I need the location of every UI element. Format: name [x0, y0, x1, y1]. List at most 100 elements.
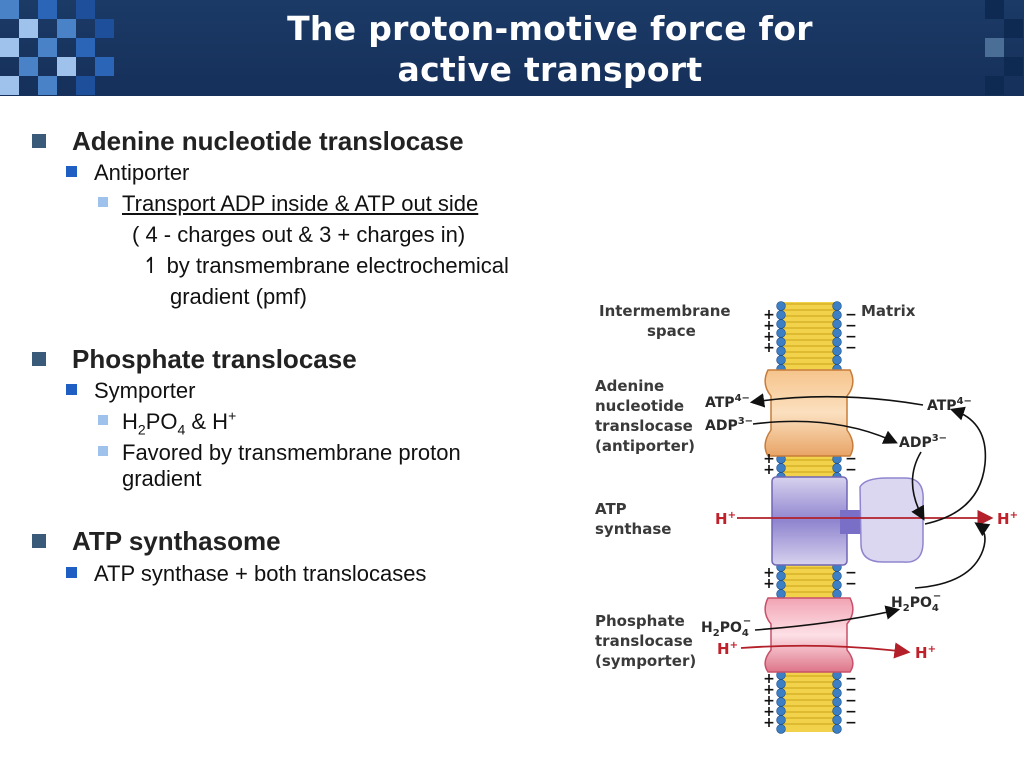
- bullet-pt-type: Symporter: [66, 378, 195, 404]
- bullet-marker: [98, 415, 108, 425]
- bullet-text: Antiporter: [94, 160, 190, 185]
- decor-square: [0, 76, 19, 95]
- svg-text:+: +: [763, 693, 775, 709]
- arrow-adp-loop-down: [911, 451, 925, 521]
- bullet-text: Phosphate translocase: [72, 344, 357, 374]
- title-line-1: The proton-motive force for: [287, 9, 813, 48]
- label-h-right: H+: [997, 510, 1018, 528]
- decor-square: [1004, 57, 1023, 76]
- superscript: +: [228, 407, 237, 424]
- svg-text:−: −: [845, 307, 857, 323]
- bullet-atp-detail: ATP synthase + both translocases: [66, 561, 427, 587]
- svg-text:+: +: [763, 704, 775, 720]
- svg-text:+: +: [763, 340, 775, 356]
- bullet-text: gradient: [122, 466, 202, 491]
- decor-square: [57, 57, 76, 76]
- bullet-text: Favored by transmembrane proton: [122, 440, 461, 465]
- label-pt-1: Phosphate: [595, 612, 685, 630]
- label-matrix: Matrix: [861, 302, 916, 320]
- decor-square: [985, 76, 1004, 95]
- svg-text:−: −: [845, 318, 857, 334]
- decor-square: [985, 38, 1004, 57]
- up-arrow-icon: ↿: [142, 253, 161, 278]
- label-h-left: H+: [715, 510, 736, 528]
- label-ant-4: (antiporter): [595, 437, 695, 455]
- bullet-pt-favored: Favored by transmembrane proton gradient: [98, 440, 461, 492]
- decor-square: [19, 57, 38, 76]
- ant-charges-line: ( 4 - charges out & 3 + charges in): [132, 222, 465, 248]
- bullet-marker: [32, 534, 46, 548]
- svg-text:+: +: [763, 715, 775, 731]
- label-ant-2: nucleotide: [595, 397, 684, 415]
- bullet-marker: [66, 384, 77, 395]
- bullet-marker: [32, 352, 46, 366]
- svg-text:−: −: [845, 451, 857, 467]
- header-bar: The proton-motive force for active trans…: [0, 0, 1024, 96]
- bullet-text: Transport ADP inside & ATP out side: [122, 191, 479, 216]
- bullet-marker: [98, 446, 108, 456]
- svg-text:−: −: [845, 462, 857, 478]
- decor-square: [76, 0, 95, 19]
- bullet-text: ATP synthase + both translocases: [94, 561, 427, 586]
- svg-text:+: +: [763, 682, 775, 698]
- bullet-text: PO: [145, 409, 178, 434]
- phosphate-translocase-protein: [764, 597, 854, 673]
- ant-driven-line: ↿ by transmembrane electrochemical: [142, 253, 509, 279]
- arrow-atp-loop-up: [924, 406, 987, 525]
- label-intermembrane: Intermembrane: [599, 302, 731, 320]
- bullet-ant-heading: Adenine nucleotide translocase: [32, 126, 464, 156]
- label-atps-2: synthase: [595, 520, 671, 538]
- label-h-pt-right: H+: [915, 644, 936, 662]
- bullet-text: ( 4 - charges out & 3 + charges in): [132, 222, 466, 247]
- arrow-proton-symport: [740, 642, 911, 659]
- title-line-2: active transport: [397, 50, 703, 89]
- decor-square: [38, 38, 57, 57]
- label-h-pt-left: H+: [717, 640, 738, 658]
- svg-text:+: +: [763, 318, 775, 334]
- label-atp4-right: ATP4−: [927, 396, 972, 414]
- label-pt-3: (symporter): [595, 652, 696, 670]
- label-space: space: [647, 322, 696, 340]
- svg-text:−: −: [845, 576, 857, 592]
- bullet-pt-heading: Phosphate translocase: [32, 344, 357, 374]
- bullet-text: & H: [185, 409, 229, 434]
- bullet-marker: [32, 134, 46, 148]
- bullet-marker: [98, 197, 108, 207]
- bullet-text: Adenine nucleotide translocase: [72, 126, 464, 156]
- decor-square: [0, 0, 19, 19]
- svg-text:−: −: [845, 671, 857, 687]
- bullet-marker: [66, 567, 77, 578]
- svg-text:+: +: [763, 307, 775, 323]
- bullet-marker: [66, 166, 77, 177]
- svg-text:+: +: [763, 451, 775, 467]
- svg-text:−: −: [845, 693, 857, 709]
- label-ant-1: Adenine: [595, 377, 664, 395]
- svg-text:−: −: [845, 340, 857, 356]
- ant-protein: [764, 369, 854, 457]
- ant-driven-line-2: gradient (pmf): [170, 284, 307, 310]
- label-pt-2: translocase: [595, 632, 693, 650]
- label-h2po4-left: H2PO4−: [701, 616, 751, 639]
- svg-text:+: +: [763, 329, 775, 345]
- bullet-text: ATP synthasome: [72, 526, 281, 556]
- bullet-atp-heading: ATP synthasome: [32, 526, 281, 556]
- svg-text:+: +: [763, 671, 775, 687]
- arrow-phosphate-loop: [914, 522, 991, 589]
- label-h2po4-right: H2PO4−: [891, 591, 941, 614]
- svg-text:−: −: [845, 565, 857, 581]
- subscript: 4: [177, 421, 186, 438]
- decor-square: [95, 19, 114, 38]
- decor-square: [38, 0, 57, 19]
- label-adp3-left: ADP3−: [705, 416, 753, 434]
- svg-text:−: −: [845, 704, 857, 720]
- charge-signs: +−+−+−+−+−+−+−+−+−+−+−+−+−: [763, 307, 857, 731]
- label-atp4-left: ATP4−: [705, 393, 750, 411]
- arrow-atp-out: [749, 393, 924, 408]
- decor-square: [985, 0, 1004, 19]
- decor-square: [38, 76, 57, 95]
- atp-synthase-protein: [771, 476, 924, 566]
- svg-text:−: −: [845, 682, 857, 698]
- bullet-pt-substrate: H2PO4 & H+: [98, 407, 237, 438]
- svg-text:−: −: [845, 329, 857, 345]
- bullet-text: H: [122, 409, 138, 434]
